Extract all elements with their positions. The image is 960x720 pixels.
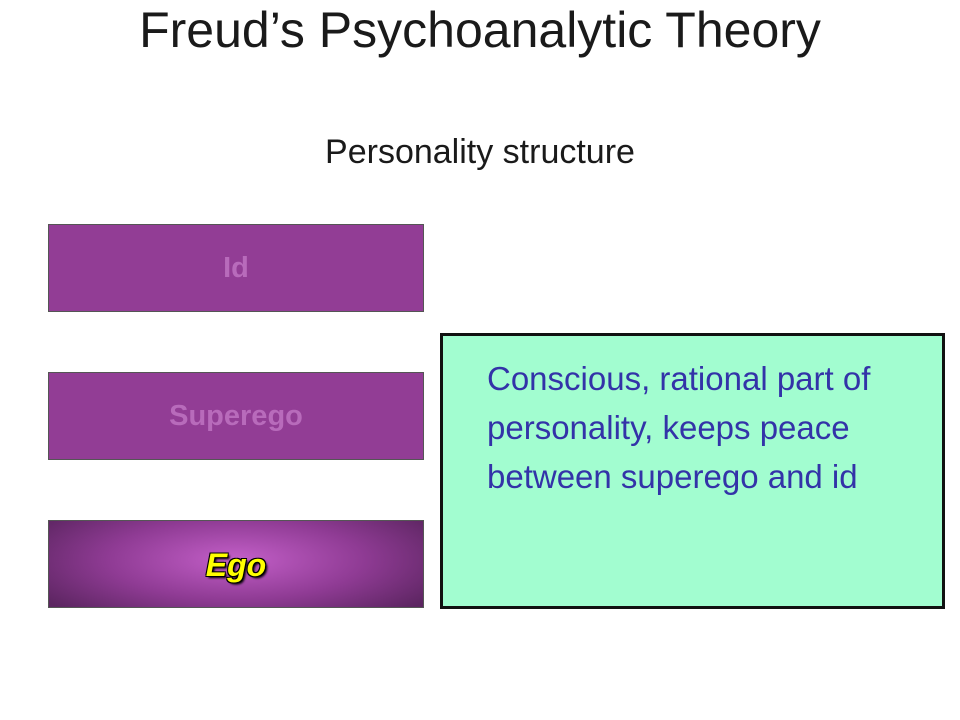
description-text: Conscious, rational part of personality,… bbox=[487, 360, 871, 495]
superego-box[interactable]: Superego bbox=[48, 372, 424, 460]
id-label: Id bbox=[223, 251, 249, 284]
description-box: Conscious, rational part of personality,… bbox=[440, 333, 945, 609]
ego-label: Ego bbox=[205, 547, 267, 583]
superego-label: Superego bbox=[169, 399, 303, 432]
ego-box[interactable]: Ego bbox=[48, 520, 424, 608]
slide-subtitle: Personality structure bbox=[325, 133, 635, 171]
slide-title: Freud’s Psychoanalytic Theory bbox=[139, 2, 821, 58]
id-box[interactable]: Id bbox=[48, 224, 424, 312]
